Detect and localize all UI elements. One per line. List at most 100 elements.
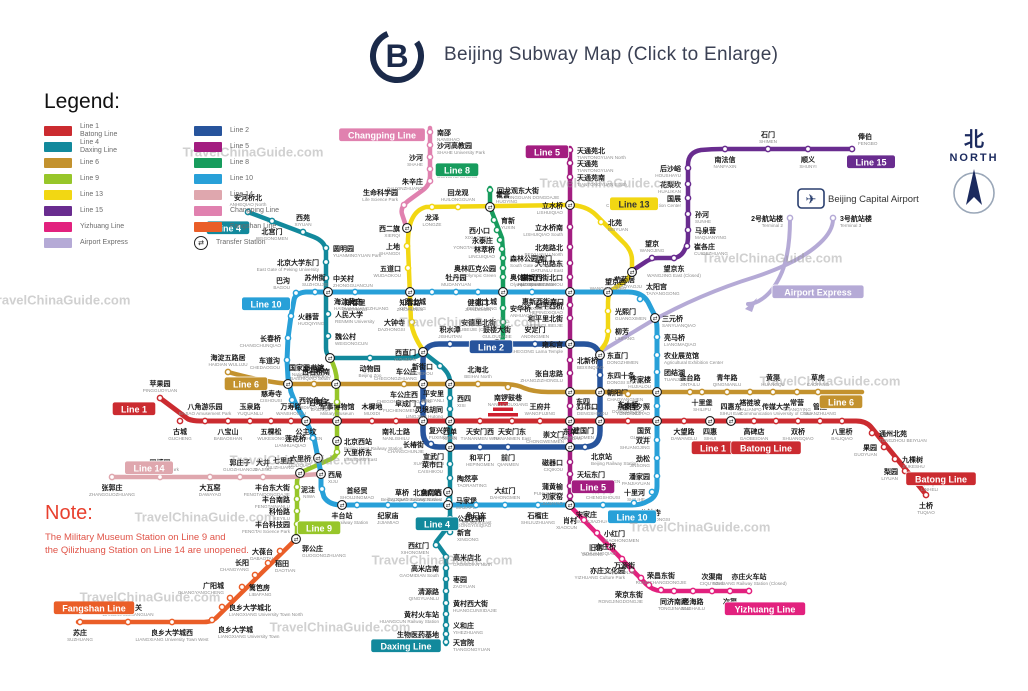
station-label-cn: 马家堡 [456, 496, 478, 505]
legend-item: Line 9 [44, 172, 194, 185]
station-label-cn: 五棵松 [261, 427, 282, 436]
line-badge [241, 296, 291, 311]
station-label-cn: 土桥 [919, 501, 934, 510]
station-marker [432, 541, 440, 549]
station-label-en: LIULIQIAO [289, 463, 312, 468]
station-label-en: SHAHE [407, 162, 423, 167]
transfer-station-icon: ⇄ [598, 390, 603, 396]
station-label-en: SHANGDI [379, 251, 400, 256]
station-label-en: GUANGYANGCHENG [178, 590, 225, 595]
station-marker [726, 587, 734, 595]
transfer-station-marker [498, 287, 508, 297]
transfer-station-marker [325, 353, 335, 363]
station-marker [630, 499, 638, 507]
station-label-en: GONGZHUFEN [290, 436, 323, 441]
station-label-en: HEPINGXIQIAO [530, 310, 564, 315]
station-label-en: GULOUDAJIE [482, 334, 511, 339]
line-badge-label: Line 4 [215, 223, 241, 233]
station-marker [684, 180, 692, 188]
station-marker [566, 173, 574, 181]
station-marker [419, 399, 427, 407]
station-label-en: TIANANMEN West [461, 436, 500, 441]
station-label-en: DALIANPO [738, 407, 762, 412]
transfer-station-icon: ⇄ [446, 503, 451, 509]
station-label-en: GUCHENG [168, 436, 192, 441]
line-badge-label: Line 5 [534, 147, 560, 157]
transfer-station-icon: ⇄ [488, 205, 493, 211]
station-label-cn: 立水桥 [542, 201, 564, 210]
station-label-en: Beijing West Railway Station [344, 446, 403, 451]
station-label-en: YONGTAIZHUANG [453, 245, 493, 250]
station-label-cn: 巴沟 [276, 276, 290, 285]
station-label-cn: 丰台科技园 [255, 520, 290, 529]
station-label-cn: 天安门东 [498, 427, 526, 436]
station-label-en: ANHUAQIAO [510, 313, 538, 318]
line-badge [846, 154, 896, 169]
legend-color-swatch [44, 125, 72, 136]
station-marker [400, 380, 408, 388]
station-label-en: JINTAILU [680, 382, 700, 387]
station-marker [637, 574, 645, 582]
travelchinaguide-logo-icon: B [370, 29, 424, 83]
legend-color-swatch [44, 237, 72, 248]
legend-item: Line 8 [194, 156, 354, 169]
station-label-cn: 西单 [443, 427, 457, 436]
transfer-station-marker [485, 202, 495, 212]
station-label-en: HUANGCUN Railway Station [380, 619, 440, 624]
station-label-cn: 六里桥东 [344, 448, 372, 457]
legend-item: Line 10 [194, 172, 354, 185]
station-marker [604, 307, 612, 315]
station-label-en: TAORANTING [457, 483, 487, 488]
station-label-en: SHAOYAOJU [614, 284, 642, 289]
station-marker [684, 210, 692, 218]
transfer-station-marker [565, 442, 575, 452]
station-label-en: SHILIHE [627, 497, 645, 502]
metro-line-Airport Express [598, 217, 835, 354]
station-label-cn: 顺义 [801, 155, 816, 164]
station-label-cn: 天宫院 [453, 638, 474, 647]
line-badge-label: Line 10 [250, 299, 281, 309]
station-label-en: SIHUI [704, 436, 716, 441]
station-label-en: DAOTIAN [275, 568, 295, 573]
station-marker [648, 254, 656, 262]
station-label-en: TONGJINANLU [658, 606, 690, 611]
station-label-cn: 北京南站 [413, 488, 441, 497]
station-marker [404, 264, 412, 272]
station-marker [446, 474, 454, 482]
line-badge [609, 196, 659, 211]
station-label-cn: 和平门 [469, 453, 491, 462]
transfer-station-icon: ⇄ [316, 456, 321, 462]
station-marker [427, 440, 435, 448]
station-label-en: XIHONGMEN [401, 550, 429, 555]
transfer-station-icon: ⇄ [448, 445, 453, 451]
station-label-en: SHUNYI [799, 164, 816, 169]
page-title: Beijing Subway Map (Click to Enlarge) [444, 44, 779, 65]
line-badge-label: Line 1 [700, 443, 726, 453]
station-label-cn: 丰台南路 [262, 495, 291, 504]
station-marker [426, 177, 434, 185]
station-label-en: YIHEZHUANG [453, 630, 484, 635]
station-label-cn: 呼家楼 [630, 375, 651, 384]
station-label-en: TUQIAO [917, 510, 935, 515]
station-label-en: Beijing Railway Station [591, 461, 638, 466]
station-label-cn: 中关村 [333, 274, 354, 283]
station-label-en: SIHUI East [720, 411, 743, 416]
station-marker [764, 145, 772, 153]
station-label-cn: 北苑路北 [535, 243, 563, 252]
transfer-station-icon: ⇄ [655, 419, 660, 425]
station-label-cn: 黄村西大街 [453, 599, 488, 608]
station-label-cn: 宋家庄 [575, 510, 597, 519]
station-label-en: GUOMAO [630, 435, 651, 440]
station-label-en: LIYUAN [881, 476, 898, 481]
station-marker [208, 616, 216, 624]
station-marker [684, 194, 692, 202]
station-label-cn: 朝阳门 [607, 388, 628, 397]
station-label-cn: 西钓鱼台 [299, 396, 327, 405]
station-label-en: Terminal 3 [840, 223, 862, 228]
transfer-station-icon: ⇄ [319, 472, 324, 478]
station-label-en: JIUKESHU [902, 464, 925, 469]
